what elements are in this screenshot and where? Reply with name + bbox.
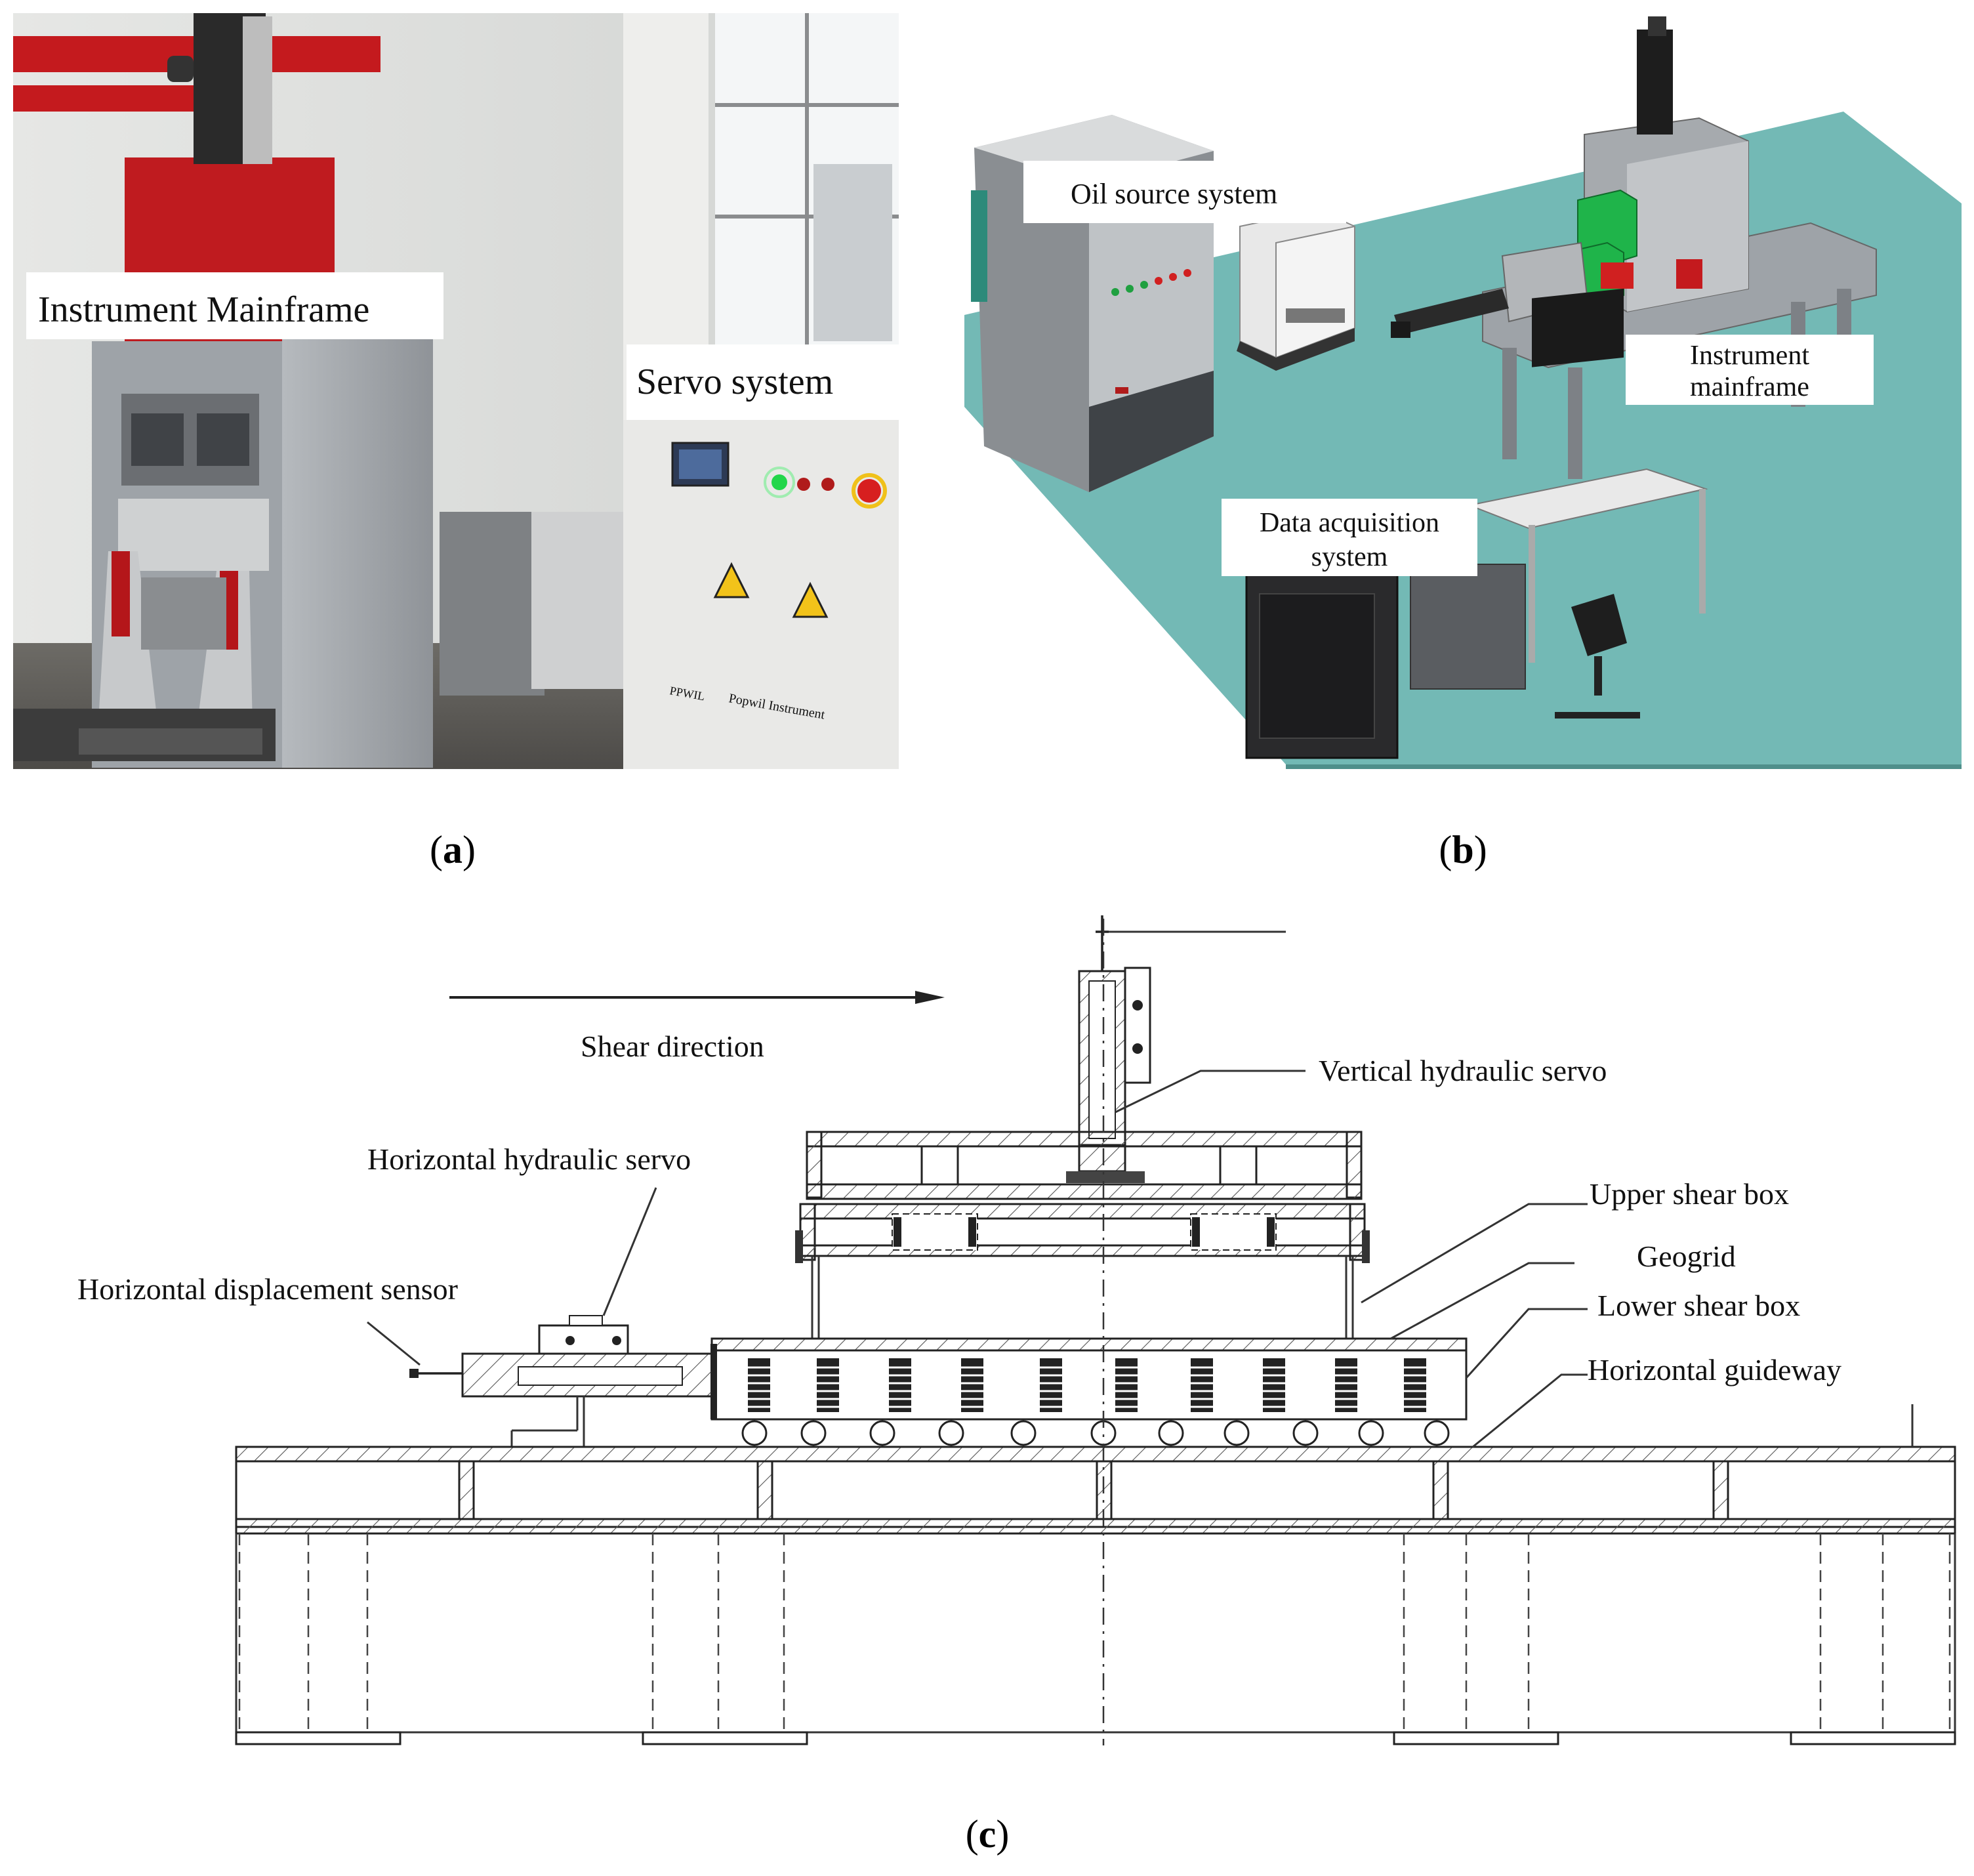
label-servo-system-text: Servo system [636, 362, 833, 402]
label-vertical-servo: Vertical hydraulic servo [1319, 1054, 1607, 1087]
panel-a-photo: PPWIL Popwil Instrument Instrument Mainf… [13, 13, 899, 769]
spring [815, 1358, 840, 1412]
label-instrument-mainframe-b: Instrument mainframe [1626, 335, 1874, 405]
label-upper-shear-box: Upper shear box [1590, 1177, 1789, 1211]
horizontal-servo-drawing [409, 1315, 713, 1447]
instrument-mainframe-3d [1391, 16, 1877, 479]
roller [1223, 1420, 1250, 1446]
roller [1358, 1420, 1384, 1446]
roller [1292, 1420, 1319, 1446]
spring [1189, 1358, 1214, 1412]
label-mainframe-b-line2: mainframe [1690, 372, 1809, 402]
vertical-servo-drawing [1066, 915, 1286, 1183]
label-data-line2: system [1311, 542, 1388, 572]
caption-a: (a) [430, 828, 476, 871]
spring [1038, 1358, 1063, 1412]
label-oil-source-text: Oil source system [1071, 178, 1277, 210]
label-oil-source: Oil source system [1023, 161, 1346, 223]
label-shear-direction: Shear direction [581, 1030, 764, 1063]
spring [1403, 1358, 1428, 1412]
servo-cabinet: PPWIL Popwil Instrument [440, 420, 899, 769]
caption-b: (b) [1439, 828, 1487, 871]
roller [869, 1420, 895, 1446]
label-horizontal-servo: Horizontal hydraulic servo [367, 1142, 691, 1176]
roller [1424, 1420, 1450, 1446]
caption-c-letter: c [979, 1812, 997, 1856]
caption-b-letter: b [1452, 828, 1473, 871]
label-horizontal-guideway: Horizontal guideway [1588, 1353, 1841, 1386]
label-horizontal-sensor: Horizontal displacement sensor [77, 1272, 458, 1306]
label-geogrid: Geogrid [1637, 1240, 1736, 1273]
spring [1262, 1358, 1286, 1412]
label-servo-system: Servo system [627, 344, 899, 420]
leader-lines [367, 1070, 1914, 1448]
label-mainframe-b-line1: Instrument [1690, 341, 1809, 371]
guideway-base-drawing [235, 1446, 1956, 1745]
label-instrument-mainframe-text: Instrument Mainframe [38, 289, 369, 330]
hydraulic-unit [1237, 209, 1355, 371]
panel-b-render: Oil source system Instrument mainframe D… [964, 13, 1962, 769]
spring [1114, 1358, 1139, 1412]
data-acquisition-desk [1245, 288, 1708, 759]
roller [1158, 1420, 1184, 1446]
lower-box-springs [747, 1358, 1428, 1412]
label-data-line1: Data acquisition [1260, 508, 1439, 538]
upper-frame-drawing [795, 1131, 1370, 1339]
label-data-acquisition: Data acquisition system [1222, 499, 1477, 576]
lower-shear-box-drawing [710, 1337, 1468, 1446]
label-instrument-mainframe: Instrument Mainframe [26, 272, 443, 339]
spring [888, 1358, 913, 1412]
caption-a-letter: a [443, 828, 463, 871]
shear-direction-arrow [449, 991, 945, 1004]
roller [741, 1420, 768, 1446]
roller [800, 1420, 827, 1446]
rollers [741, 1420, 1450, 1446]
spring [747, 1358, 771, 1412]
spring [960, 1358, 985, 1412]
window [715, 13, 899, 348]
roller [1010, 1420, 1037, 1446]
label-lower-shear-box: Lower shear box [1597, 1289, 1800, 1322]
caption-c: (c) [966, 1812, 1010, 1856]
mainframe-housing [13, 328, 433, 768]
spring [1334, 1358, 1359, 1412]
roller [938, 1420, 964, 1446]
panel-c-drawing: Shear direction [77, 915, 1956, 1745]
